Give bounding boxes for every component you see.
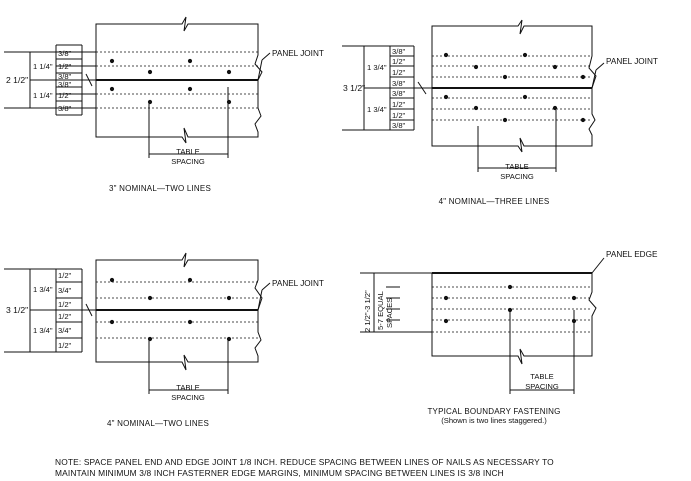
nail — [473, 64, 479, 70]
nail — [473, 105, 479, 111]
nail — [109, 319, 115, 325]
nail — [571, 318, 577, 324]
diagram-boundary-fastening — [360, 257, 605, 394]
note-line: NOTE: SPACE PANEL END AND EDGE JOINT 1/8… — [55, 457, 554, 467]
total-dim: 3 1/2" — [343, 83, 365, 93]
spacing-label: SPACING — [500, 172, 534, 181]
row-dim: 3/8" — [392, 89, 406, 98]
nail — [187, 319, 193, 325]
diagram-caption: 4" NOMINAL—TWO LINES — [107, 419, 209, 428]
row-dim: 1/2" — [58, 341, 72, 350]
diagram-caption: 3" NOMINAL—TWO LINES — [109, 184, 211, 193]
nails — [109, 52, 586, 342]
nail — [571, 295, 577, 301]
nail — [522, 52, 528, 58]
group-dim: 1 1/4" — [33, 91, 53, 100]
spacing-label: SPACING — [171, 157, 205, 166]
row-dim: 1/2" — [392, 111, 406, 120]
nail — [226, 336, 232, 342]
callout-panel-joint: PANEL JOINT — [272, 279, 324, 288]
panel-outline — [431, 272, 597, 365]
spacing-label: TABLE — [530, 372, 554, 381]
nail — [187, 277, 193, 283]
row-dim: 3/8" — [58, 80, 72, 89]
row-dim: 1/2" — [58, 91, 72, 100]
nail — [187, 58, 193, 64]
nail — [502, 74, 508, 80]
nail — [507, 284, 513, 290]
nail — [187, 86, 193, 92]
total-dim: 3 1/2" — [6, 305, 28, 315]
range-dim: 2 1/2"-3 1/2" — [363, 290, 372, 332]
row-dim: 1/2" — [58, 62, 72, 71]
nail — [443, 318, 449, 324]
group-dim: 1 3/4" — [33, 285, 53, 294]
row-dim: 1/2" — [392, 68, 406, 77]
diagram-3in-two-lines — [4, 16, 271, 158]
row-dim: 1/2" — [58, 312, 72, 321]
equal-spaces-label: 5-7 EQUAL — [376, 291, 385, 330]
callout-panel-edge: PANEL EDGE — [606, 250, 658, 259]
row-dim: 3/8" — [58, 49, 72, 58]
note-line: MAINTAIN MINIMUM 3/8 INCH FASTERNER EDGE… — [55, 468, 504, 478]
nail — [580, 74, 586, 80]
nail — [552, 64, 558, 70]
group-dim: 1 3/4" — [33, 326, 53, 335]
group-dim: 1 1/4" — [33, 62, 53, 71]
callout-panel-joint: PANEL JOINT — [272, 49, 324, 58]
group-dim: 1 3/4" — [367, 105, 387, 114]
row-dim: 1/2" — [58, 271, 72, 280]
total-dim: 2 1/2" — [6, 75, 28, 85]
row-dim: 3/4" — [58, 326, 72, 335]
row-dim: 1/2" — [58, 300, 72, 309]
diagram-4in-two-lines — [4, 252, 271, 394]
nail — [109, 277, 115, 283]
panel-outline — [431, 19, 597, 153]
row-dim: 3/4" — [58, 286, 72, 295]
nail — [552, 105, 558, 111]
nail — [109, 86, 115, 92]
nail — [147, 336, 153, 342]
spacing-label: TABLE — [176, 147, 200, 156]
nail — [147, 69, 153, 75]
nail — [147, 99, 153, 105]
nail — [507, 307, 513, 313]
nail — [147, 295, 153, 301]
nail — [502, 117, 508, 123]
equal-spaces-label: SPACES — [385, 298, 394, 328]
nail — [109, 58, 115, 64]
nail — [443, 52, 449, 58]
diagram-caption: TYPICAL BOUNDARY FASTENING — [427, 407, 560, 416]
nail — [226, 99, 232, 105]
nail — [522, 94, 528, 100]
row-dim: 3/8" — [392, 79, 406, 88]
row-dim: 3/8" — [58, 72, 72, 81]
group-dim: 1 3/4" — [367, 63, 387, 72]
spacing-label: TABLE — [176, 383, 200, 392]
row-dim: 1/2" — [392, 100, 406, 109]
diagram-4in-three-lines — [342, 19, 605, 172]
spacing-label: SPACING — [171, 393, 205, 402]
row-dim: 3/8" — [392, 121, 406, 130]
nail — [226, 295, 232, 301]
nail — [443, 295, 449, 301]
row-dim: 1/2" — [392, 57, 406, 66]
row-dim: 3/8" — [58, 104, 72, 113]
row-dim: 3/8" — [392, 47, 406, 56]
nail — [226, 69, 232, 75]
diagram-caption: 4" NOMINAL—THREE LINES — [439, 197, 550, 206]
nail — [580, 117, 586, 123]
spacing-label: TABLE — [505, 162, 529, 171]
callout-panel-joint: PANEL JOINT — [606, 57, 658, 66]
nail — [443, 94, 449, 100]
panel-outline — [95, 252, 263, 371]
spacing-label: SPACING — [525, 382, 559, 391]
diagram-subcaption: (Shown is two lines staggered.) — [441, 416, 547, 425]
